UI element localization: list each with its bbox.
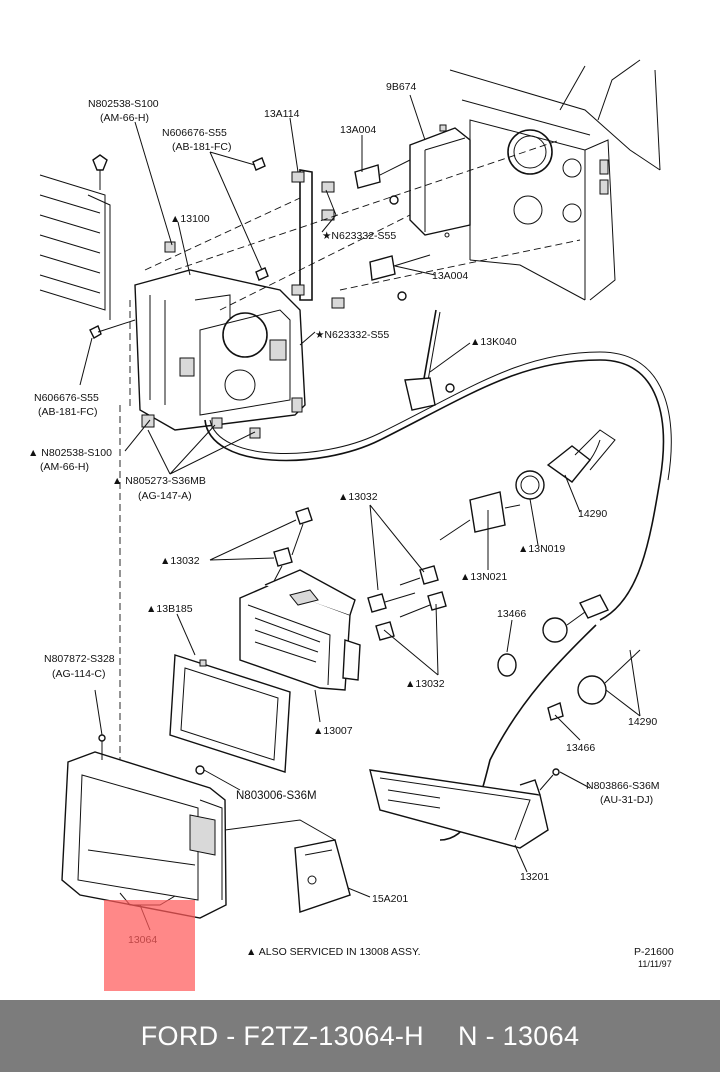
label-13n019: ▲13N019 xyxy=(518,543,565,555)
bracket-13a004 xyxy=(354,159,431,301)
label-13466-top: 13466 xyxy=(497,608,526,620)
service-note: ▲ ALSO SERVICED IN 13008 ASSY. xyxy=(246,946,421,958)
label-13201: 13201 xyxy=(520,871,549,883)
label-am66-left: (AM-66-H) xyxy=(40,461,89,473)
label-n802538-top: N802538-S100 xyxy=(88,98,159,110)
label-13032-top: ▲13032 xyxy=(338,491,378,503)
label-13032-left: ▲13032 xyxy=(160,555,200,567)
label-n803006: N803006-S36M xyxy=(236,790,317,802)
label-n805273: ▲ N805273-S36MB xyxy=(112,475,206,487)
trim-ring-13b185 xyxy=(169,654,291,773)
side-marker-lens-15a201 xyxy=(224,819,351,913)
label-9b674: 9B674 xyxy=(386,81,417,93)
label-13a004-mid: 13A004 xyxy=(432,270,468,282)
label-n606676-top: N606676-S55 xyxy=(162,127,227,139)
label-ag114: (AG-114-C) xyxy=(52,668,105,680)
label-15a201: 15A201 xyxy=(372,893,408,905)
figure-id: P-21600 xyxy=(634,946,674,958)
label-ag147: (AG-147-A) xyxy=(138,490,192,502)
body-panel-outline xyxy=(449,59,661,301)
footer-catalog-number: N - 13064 xyxy=(457,1020,580,1051)
label-13007: ▲13007 xyxy=(313,725,353,737)
label-14290-right: 14290 xyxy=(628,716,657,728)
label-13100: ▲13100 xyxy=(170,213,210,225)
label-am66-top: (AM-66-H) xyxy=(100,112,149,124)
label-ab181-left: (AB-181-FC) xyxy=(38,406,98,418)
alignment-lines xyxy=(119,139,581,760)
grille-section xyxy=(39,154,111,320)
label-n623332-a: ★N623332-S55 xyxy=(322,230,396,242)
figure-date: 11/11/97 xyxy=(638,959,672,969)
label-au31: (AU-31-DJ) xyxy=(600,794,653,806)
label-n802538-left: ▲ N802538-S100 xyxy=(28,447,112,459)
label-n807872: N807872-S328 xyxy=(44,653,115,665)
screws-13032 xyxy=(271,507,447,641)
label-13n021: ▲13N021 xyxy=(460,571,507,583)
part-number-footer: FORD - F2TZ-13064-H N - 13064 xyxy=(0,1000,720,1072)
label-ab181-top: (AB-181-FC) xyxy=(172,141,232,153)
label-13k040: ▲13K040 xyxy=(470,336,517,348)
label-13466-low: 13466 xyxy=(566,742,595,754)
label-13b185: ▲13B185 xyxy=(146,603,193,615)
label-13a004-top: 13A004 xyxy=(340,124,376,136)
headlamp-13007 xyxy=(239,569,361,691)
adjuster-13k040 xyxy=(404,309,455,411)
headlamp-module-9b674 xyxy=(409,124,471,238)
headlamp-mounting-frame-13100 xyxy=(89,157,345,439)
parking-lamp-13201 xyxy=(369,768,560,849)
headlamp-bezel-13064 xyxy=(61,734,227,919)
label-14290-top: 14290 xyxy=(578,508,607,520)
label-n803866: N803866-S36M xyxy=(586,780,660,792)
label-13a114: 13A114 xyxy=(264,108,300,120)
label-n606676-left: N606676-S55 xyxy=(34,392,99,404)
exploded-parts-diagram: N802538-S100 (AM-66-H) 13A114 9B674 N606… xyxy=(28,59,674,969)
footer-part-number: FORD - F2TZ-13064-H xyxy=(140,1020,424,1051)
highlight-box-13064 xyxy=(104,900,195,991)
label-13032-low: ▲13032 xyxy=(405,678,445,690)
label-n623332-b: ★N623332-S55 xyxy=(315,329,389,341)
part-labels: N802538-S100 (AM-66-H) 13A114 9B674 N606… xyxy=(28,81,674,969)
